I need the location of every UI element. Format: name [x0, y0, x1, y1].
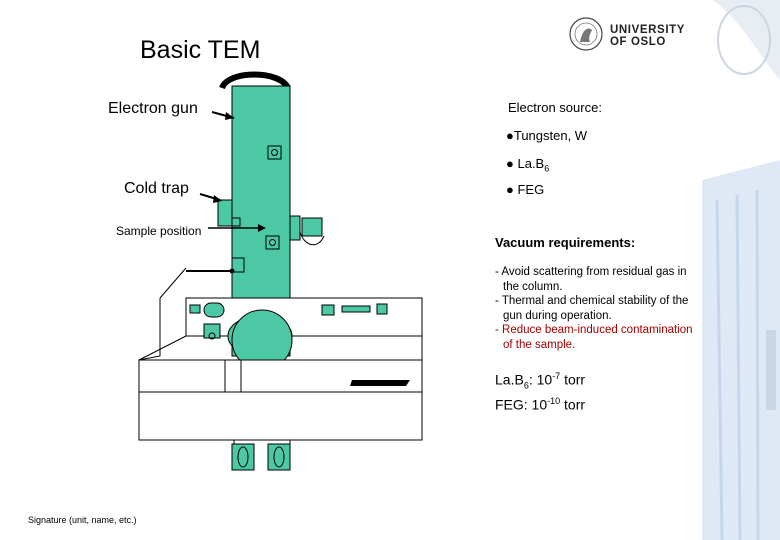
- university-logo: [568, 16, 688, 52]
- university-seal-icon: [569, 17, 603, 51]
- feg-pressure: FEG: 10-10 torr: [495, 396, 586, 414]
- slide-title: Basic TEM: [140, 36, 261, 64]
- electron-gun-label: Electron gun: [108, 100, 198, 117]
- gun-cap: [219, 71, 291, 90]
- vacuum-item-3: - Reduce beam-induced contamination of t…: [495, 324, 693, 351]
- logo-line-1: UNIVERSITY: [610, 24, 686, 36]
- vacuum-list: - Avoid scattering from residual gas in …: [495, 265, 710, 353]
- sample-position-label: Sample position: [116, 224, 202, 238]
- electron-source-heading: Electron source:: [508, 100, 602, 115]
- source-item-2: ● La.B6: [506, 156, 550, 174]
- footer-signature: Signature (unit, name, etc.): [28, 515, 137, 525]
- source-item-3: ● FEG: [506, 182, 545, 197]
- source-item-1: ●Tungsten, W: [506, 128, 588, 143]
- lab6-pressure: La.B6: 10-7 torr: [495, 371, 586, 391]
- tem-diagram: [138, 71, 423, 471]
- bullet-icon: ●: [506, 182, 514, 197]
- cold-trap-label: Cold trap: [124, 180, 189, 197]
- vacuum-item-1: - Avoid scattering from residual gas in …: [495, 266, 687, 293]
- bullet-icon: ●: [506, 156, 514, 171]
- microscope-base: [138, 359, 423, 441]
- decorative-watermark: [702, 0, 780, 540]
- bullet-icon: ●: [506, 128, 514, 143]
- vacuum-heading: Vacuum requirements:: [495, 235, 636, 250]
- sample-holder-box: [301, 217, 323, 237]
- logo-text: UNIVERSITY OF OSLO: [610, 24, 685, 48]
- logo-line-2: OF OSLO: [610, 36, 666, 48]
- vacuum-item-2: - Thermal and chemical stability of the …: [495, 295, 689, 322]
- cold-trap-box: [217, 199, 233, 227]
- pressure-values: La.B6: 10-7 torr FEG: 10-10 torr: [495, 368, 585, 413]
- foot-right: [267, 443, 291, 471]
- foot-left: [231, 443, 255, 471]
